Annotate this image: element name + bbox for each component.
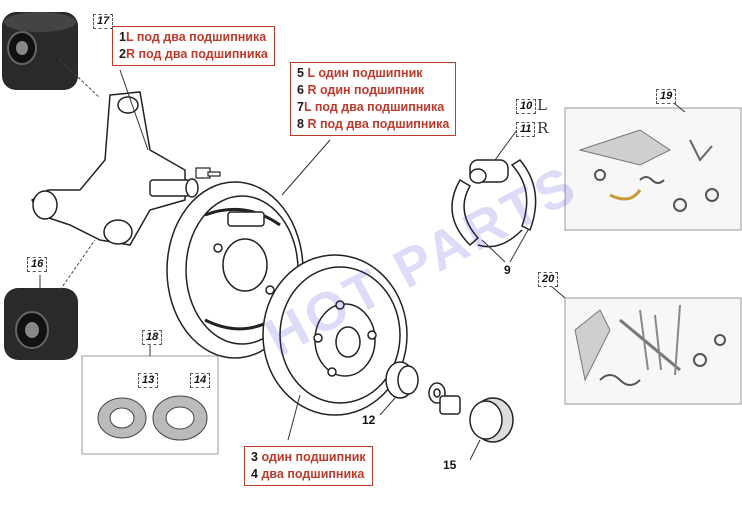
part-number-12: 12 <box>362 413 376 427</box>
bushing-17-photo <box>2 12 78 90</box>
brake-shoes-drawing <box>451 159 537 248</box>
label-line: 3 один подшипник <box>251 450 366 464</box>
part-tag-16: 16 <box>27 257 48 272</box>
part-tag-18: 18 <box>142 330 163 345</box>
part-tag-10: 10 <box>516 99 537 114</box>
kit-20-photo <box>564 297 742 405</box>
part-tag-20: 20 <box>538 272 559 287</box>
part-number-9: 9 <box>504 263 511 277</box>
label-box-drum: 3 один подшипник 4 два подшипника <box>244 446 373 486</box>
label-line: 6 R один подшипник <box>297 83 425 97</box>
part-number-15: 15 <box>443 458 457 472</box>
part-tag-17: 17 <box>93 14 114 29</box>
part-tag-14: 14 <box>190 373 211 388</box>
part-tag-19: 19 <box>656 89 677 104</box>
label-box-backing-plate: 5 L один подшипник 6 R один подшипник 7L… <box>290 62 457 136</box>
bushing-16-photo <box>4 288 78 360</box>
hub-parts-drawing <box>385 361 514 443</box>
kit-19-photo <box>564 107 742 231</box>
label-box-knuckle: 1L под два подшипника 2R под два подшипн… <box>112 26 275 66</box>
bolt-drawing <box>195 167 221 179</box>
side-mark-left: L <box>537 96 547 114</box>
part-tag-13: 13 <box>138 373 159 388</box>
label-line: 4 два подшипника <box>251 467 365 481</box>
side-mark-right: R <box>537 119 549 137</box>
label-line: 2R под два подшипника <box>119 47 268 61</box>
label-line: 7L под два подшипника <box>297 100 445 114</box>
label-line: 1L под два подшипника <box>119 30 267 44</box>
label-line: 5 L один подшипник <box>297 66 423 80</box>
bearing-kit-18-photo <box>81 355 219 455</box>
part-tag-11: 11 <box>516 122 536 137</box>
label-line: 8 R под два подшипника <box>297 117 450 131</box>
knuckle-drawing <box>31 91 199 246</box>
brake-drum-drawing <box>262 254 408 416</box>
